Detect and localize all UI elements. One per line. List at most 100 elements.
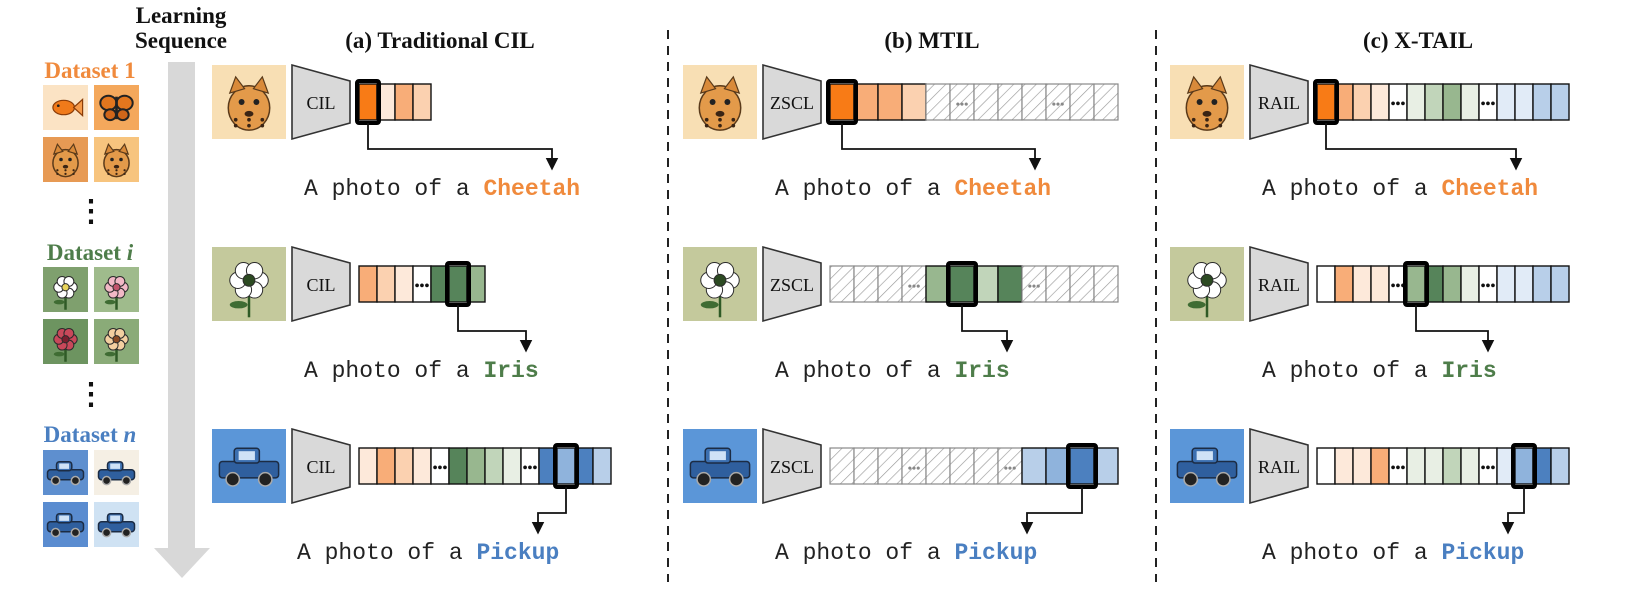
encoder-label: CIL bbox=[307, 457, 336, 477]
peony-icon bbox=[43, 267, 88, 312]
feature-cell bbox=[466, 447, 486, 485]
hatched-cell bbox=[853, 265, 879, 303]
feature-cell bbox=[376, 265, 396, 303]
hatched-cell bbox=[877, 265, 903, 303]
feature-cell bbox=[997, 265, 1023, 303]
class-name: Iris bbox=[483, 358, 538, 384]
feature-cell bbox=[877, 83, 903, 121]
encoder-label: ZSCL bbox=[770, 457, 814, 477]
feature-cell bbox=[1532, 265, 1552, 303]
dataset-i-label: Dataset i bbox=[47, 240, 134, 265]
dots-label: ••• bbox=[433, 461, 448, 476]
cherry-blossom-icon bbox=[94, 267, 139, 312]
hatched-cell bbox=[973, 447, 999, 485]
hatched-cell bbox=[901, 265, 927, 303]
panel-a-row-2: CIL•••A photo of a Iris bbox=[212, 245, 539, 384]
hatched-cell bbox=[1021, 265, 1047, 303]
caption-prefix: A photo of a bbox=[1262, 540, 1441, 566]
prediction-caption: A photo of a Pickup bbox=[775, 540, 1037, 566]
dots-label: ••• bbox=[956, 97, 969, 111]
feature-cell bbox=[1442, 265, 1462, 303]
feature-cell bbox=[1406, 265, 1426, 303]
iris-icon bbox=[212, 247, 286, 321]
pickup-truck-icon bbox=[683, 429, 757, 503]
dataset-n-label: Dataset n bbox=[44, 422, 137, 447]
feature-cell bbox=[358, 83, 378, 121]
feature-cell bbox=[1460, 447, 1480, 485]
panel-a-row-3: CIL••••••A photo of a Pickup bbox=[212, 427, 612, 566]
feature-cell bbox=[1496, 83, 1516, 121]
feature-cell bbox=[394, 265, 414, 303]
feature-cell bbox=[448, 265, 468, 303]
feature-cell bbox=[1532, 83, 1552, 121]
encoder-label: RAIL bbox=[1258, 93, 1300, 113]
panel-c-row-2: RAIL••••••A photo of a Iris bbox=[1170, 245, 1570, 384]
feature-cell bbox=[949, 265, 975, 303]
prediction-arrow bbox=[1501, 487, 1525, 535]
feature-vector: •••••• bbox=[1313, 79, 1570, 125]
feature-vector: •••••• bbox=[358, 443, 612, 489]
class-name: Pickup bbox=[954, 540, 1037, 566]
suv-icon bbox=[43, 450, 88, 495]
learning-sequence-arrow bbox=[154, 62, 210, 578]
cil-encoder: CIL bbox=[291, 427, 351, 505]
prediction-arrow bbox=[841, 123, 1042, 171]
hatched-cell bbox=[877, 447, 903, 485]
feature-cell bbox=[1370, 83, 1390, 121]
dots-label: ••• bbox=[1391, 279, 1406, 294]
panel-b-row-2: ZSCL••••••A photo of a Iris bbox=[683, 245, 1119, 384]
caption-prefix: A photo of a bbox=[775, 540, 954, 566]
feature-cell bbox=[556, 447, 576, 485]
feature-cell bbox=[1460, 265, 1480, 303]
hatched-cell bbox=[1045, 265, 1071, 303]
feature-cell bbox=[1352, 83, 1372, 121]
feature-cell bbox=[1406, 83, 1426, 121]
panel-a-title: (a) Traditional CIL bbox=[345, 28, 535, 53]
hatched-cell bbox=[853, 447, 879, 485]
feature-cell bbox=[1550, 83, 1570, 121]
zscl-encoder: ZSCL bbox=[762, 427, 822, 505]
hatched-cell bbox=[829, 265, 855, 303]
panel-c-row-1: RAIL •••••• A photo of a Cheetah bbox=[1170, 63, 1570, 202]
prediction-caption: A photo of a Cheetah bbox=[304, 176, 580, 202]
prediction-arrow bbox=[1415, 305, 1495, 353]
class-name: Pickup bbox=[1441, 540, 1524, 566]
class-name: Iris bbox=[1441, 358, 1496, 384]
feature-cell bbox=[1352, 447, 1372, 485]
feature-cell bbox=[1550, 265, 1570, 303]
encoder-label: ZSCL bbox=[770, 275, 814, 295]
hatched-cell bbox=[925, 83, 951, 121]
feature-cell bbox=[1442, 447, 1462, 485]
prediction-caption: A photo of a Cheetah bbox=[1262, 176, 1538, 202]
feature-cell bbox=[448, 447, 468, 485]
feature-vector: ••• bbox=[358, 261, 486, 307]
butterfly-icon bbox=[94, 85, 139, 130]
feature-vector: •••••• bbox=[829, 261, 1119, 307]
feature-cell bbox=[1424, 83, 1444, 121]
class-name: Pickup bbox=[476, 540, 559, 566]
dots-label: ••• bbox=[1028, 279, 1041, 293]
feature-cell bbox=[1514, 447, 1534, 485]
iris-icon bbox=[1170, 247, 1244, 321]
feature-cell bbox=[358, 265, 378, 303]
feature-cell bbox=[592, 447, 612, 485]
panel-b-title: (b) MTIL bbox=[884, 28, 979, 53]
dots-label: ••• bbox=[1391, 461, 1406, 476]
feature-cell bbox=[412, 447, 432, 485]
feature-vector bbox=[355, 79, 432, 125]
rail-encoder: RAIL bbox=[1249, 63, 1309, 141]
prediction-arrow bbox=[531, 487, 567, 535]
hatched-cell bbox=[1093, 83, 1119, 121]
feature-cell bbox=[1069, 447, 1095, 485]
rose-icon bbox=[43, 319, 88, 364]
pickup-truck-icon bbox=[1170, 429, 1244, 503]
vertical-ellipsis-1: ⋮ bbox=[76, 195, 106, 228]
caption-prefix: A photo of a bbox=[775, 358, 954, 384]
feature-cell bbox=[1496, 265, 1516, 303]
encoder-label: RAIL bbox=[1258, 457, 1300, 477]
feature-cell bbox=[1334, 265, 1354, 303]
panel-c-title: (c) X-TAIL bbox=[1363, 28, 1473, 53]
hatched-cell bbox=[997, 83, 1023, 121]
dots-label: ••• bbox=[415, 279, 430, 294]
iris-icon bbox=[683, 247, 757, 321]
